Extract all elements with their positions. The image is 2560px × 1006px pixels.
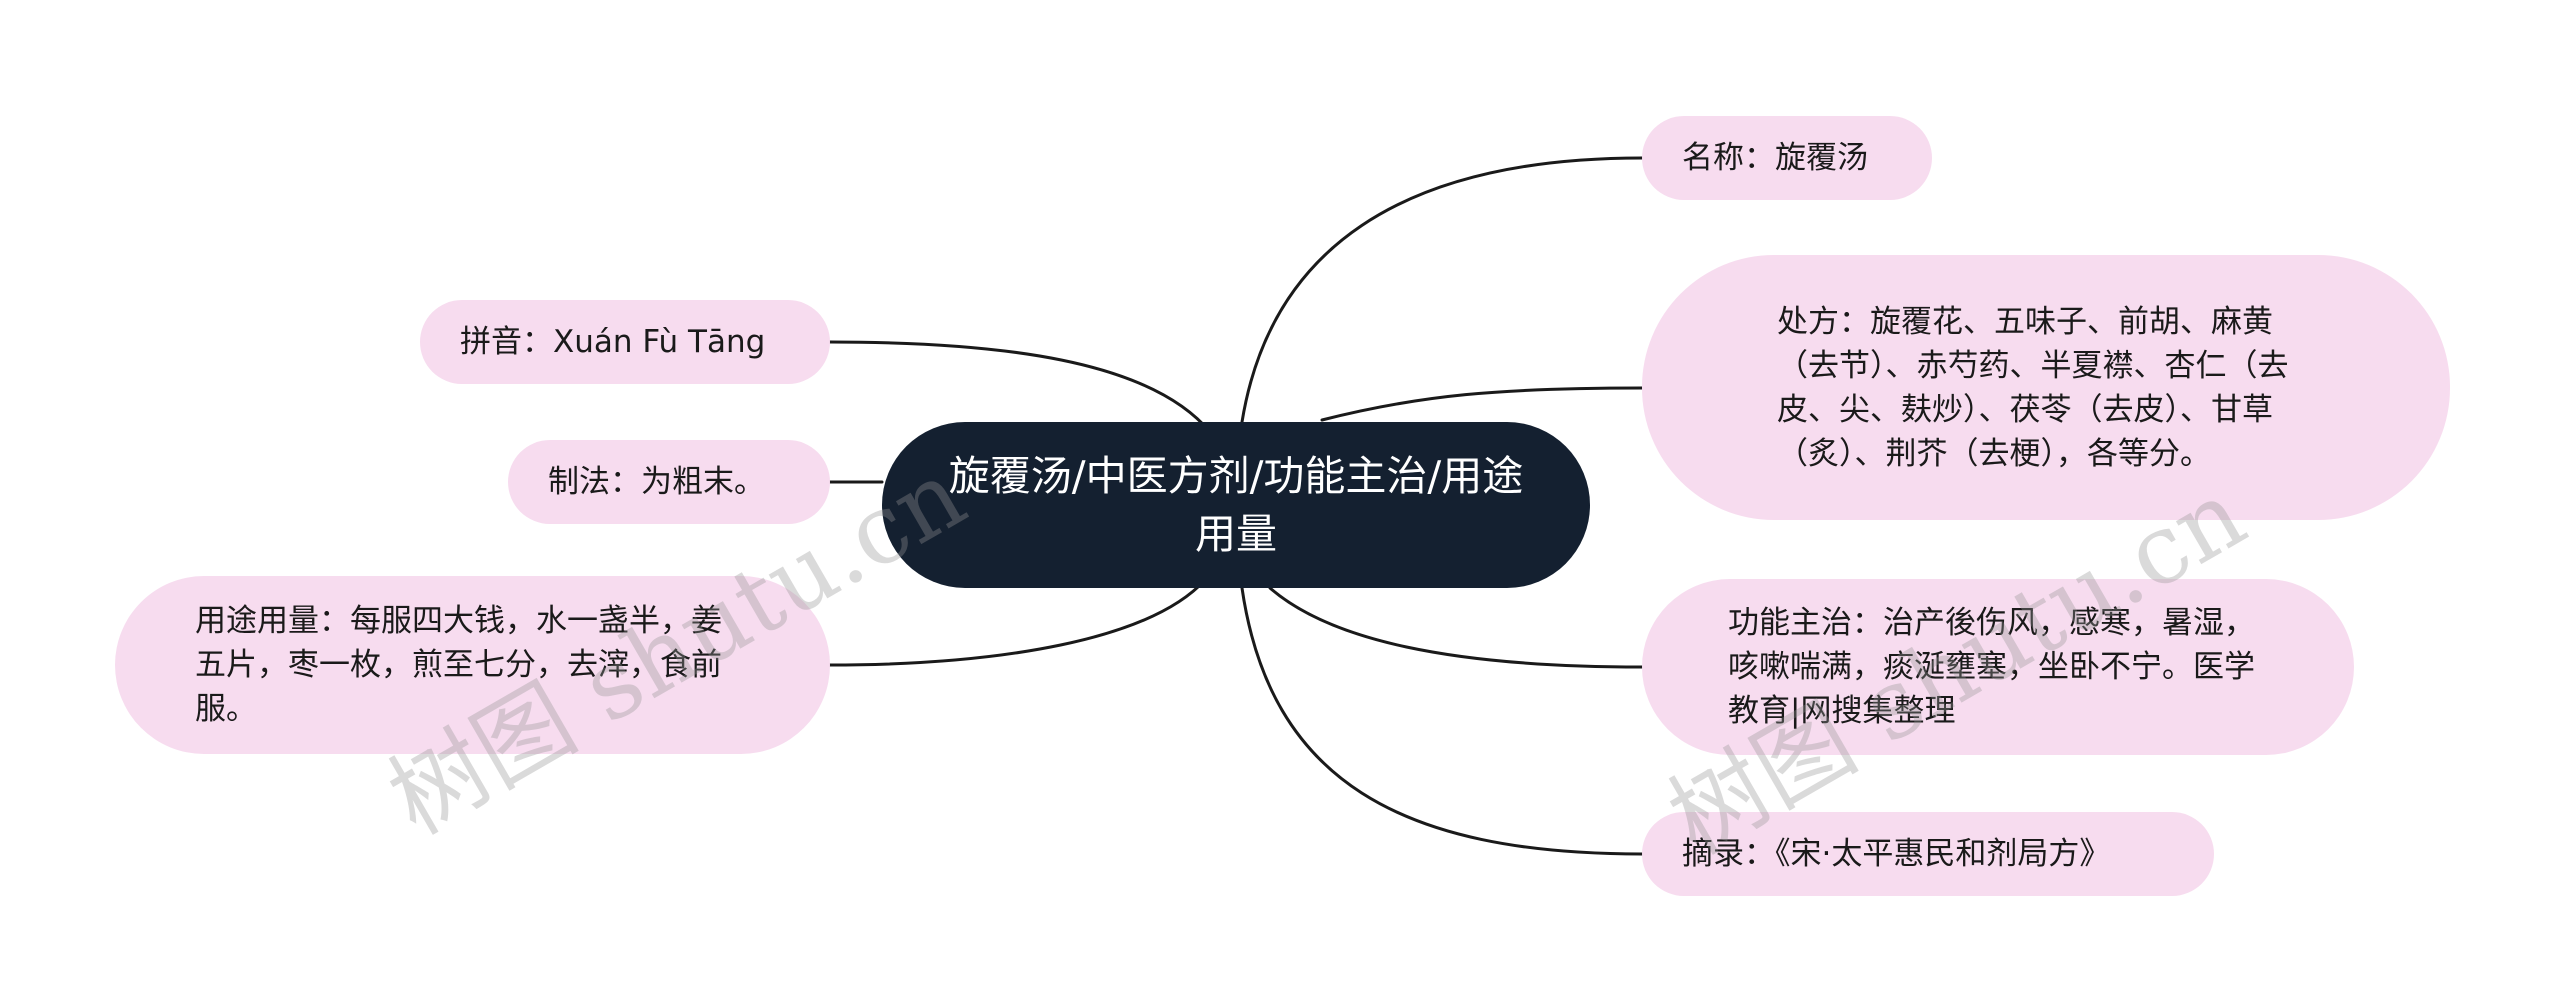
node-method-label: 制法：为粗末。 bbox=[548, 464, 765, 500]
connector-function bbox=[1268, 586, 1644, 669]
node-pinyin-label: 拼音：Xuán Fù Tāng bbox=[460, 324, 766, 360]
node-function-label: 功能主治：治产後伤风，感寒，暑湿，咳嗽喘满，痰涎壅塞，坐卧不宁。医学教育|网搜集… bbox=[1728, 605, 2255, 729]
node-usage[interactable]: 用途用量：每服四大钱，水一盏半，姜五片，枣一枚，煎至七分，去滓，食前服。 bbox=[115, 576, 830, 754]
connector-name bbox=[1240, 156, 1644, 424]
center-topic-label: 旋覆汤/中医方剂/功能主治/用途用量 bbox=[948, 452, 1524, 558]
center-topic-node[interactable]: 旋覆汤/中医方剂/功能主治/用途用量 bbox=[882, 422, 1590, 588]
node-name-label: 名称：旋覆汤 bbox=[1682, 140, 1868, 176]
node-usage-label: 用途用量：每服四大钱，水一盏半，姜五片，枣一枚，煎至七分，去滓，食前服。 bbox=[195, 603, 722, 727]
node-recipe[interactable]: 处方：旋覆花、五味子、前胡、麻黄（去节）、赤芍药、半夏襟、杏仁（去皮、尖、麸炒）… bbox=[1642, 255, 2450, 520]
connector-recipe bbox=[1320, 386, 1644, 422]
node-source[interactable]: 摘录：《宋·太平惠民和剂局方》 bbox=[1642, 812, 2214, 896]
node-method[interactable]: 制法：为粗末。 bbox=[508, 440, 830, 524]
connector-pinyin bbox=[828, 340, 1212, 434]
connector-source bbox=[1240, 586, 1644, 856]
node-source-label: 摘录：《宋·太平惠民和剂局方》 bbox=[1682, 836, 2111, 872]
node-pinyin[interactable]: 拼音：Xuán Fù Tāng bbox=[420, 300, 830, 384]
node-recipe-label: 处方：旋覆花、五味子、前胡、麻黄（去节）、赤芍药、半夏襟、杏仁（去皮、尖、麸炒）… bbox=[1777, 303, 2289, 472]
connector-usage bbox=[828, 578, 1207, 667]
node-function[interactable]: 功能主治：治产後伤风，感寒，暑湿，咳嗽喘满，痰涎壅塞，坐卧不宁。医学教育|网搜集… bbox=[1642, 579, 2354, 755]
node-name[interactable]: 名称：旋覆汤 bbox=[1642, 116, 1932, 200]
